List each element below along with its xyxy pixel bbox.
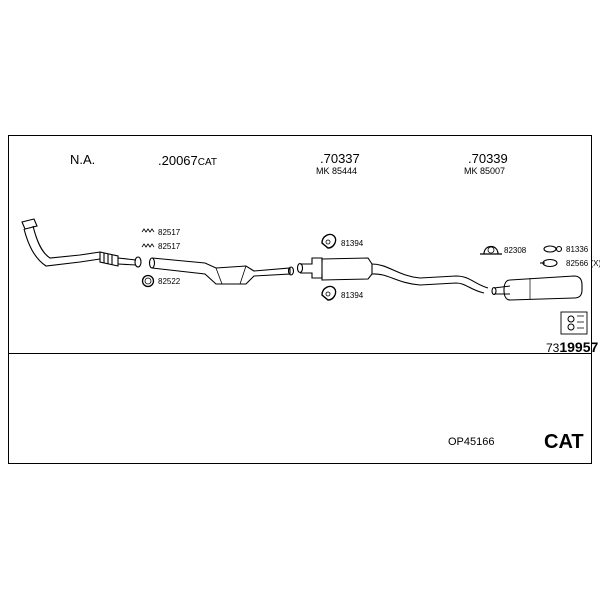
diagram-frame (8, 135, 592, 464)
part-81336: 81336 (566, 245, 589, 254)
kit-number: 7319957 (546, 340, 598, 354)
col2-suffix: CAT (197, 157, 218, 168)
part-82517-a: 82517 (158, 228, 181, 237)
gasket-icon (141, 274, 155, 288)
mounting-kit-icon (560, 311, 588, 335)
part-81394-b: 81394 (341, 291, 364, 300)
col4-sub: MK 85007 (464, 166, 506, 176)
col1-code: N.A. (70, 152, 96, 167)
col3-code: .70337 (320, 151, 360, 166)
rear-silencer (491, 275, 583, 301)
bracket-icon (540, 258, 558, 268)
kit-number-main: 19957 (559, 339, 599, 355)
part-82308: 82308 (504, 246, 527, 255)
spring-bolts-icon (141, 228, 155, 248)
col2-header: .20067CAT (158, 153, 217, 169)
rubber-mount-icon (321, 233, 337, 301)
diagram-divider (8, 353, 592, 354)
kit-number-prefix: 73 (546, 341, 560, 355)
middle-silencer (296, 257, 489, 294)
col2-code: .20067 (158, 153, 198, 168)
part-81394-a: 81394 (341, 239, 364, 248)
cat-label: CAT (544, 431, 584, 453)
col3-sub: MK 85444 (316, 166, 358, 176)
catalytic-converter (148, 257, 295, 285)
part-82566: 82566 (X) (566, 259, 600, 268)
hanger-icon (543, 245, 563, 253)
front-pipe (21, 218, 142, 268)
clamp-icon (480, 245, 502, 255)
part-82522: 82522 (158, 277, 181, 286)
order-number: OP45166 (448, 436, 495, 448)
col4-code: .70339 (468, 151, 508, 166)
part-82517-b: 82517 (158, 242, 181, 251)
